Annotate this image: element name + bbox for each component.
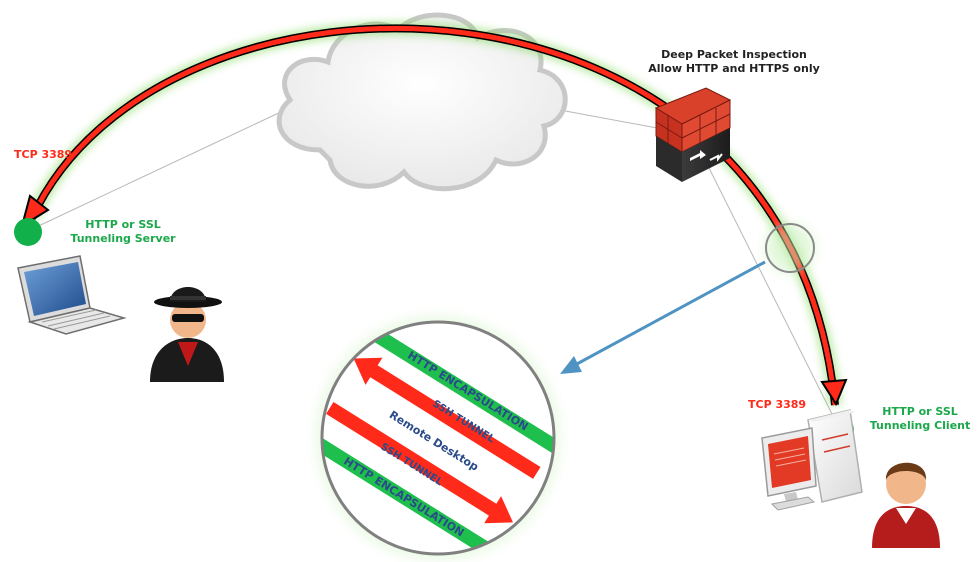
client-name-label: HTTP or SSL Tunneling Client (862, 405, 978, 433)
magnifier-circle-icon (765, 223, 815, 273)
hacker-icon (150, 287, 224, 382)
client-name-line1: HTTP or SSL (882, 405, 958, 418)
server-port-label: TCP 3389 (14, 148, 73, 161)
server-endpoint-dot (14, 218, 42, 246)
tunnel-detail-circle: HTTP ENCAPSULATION SSH TUNNEL Remote Des… (316, 316, 560, 560)
server-name-line1: HTTP or SSL (85, 218, 161, 231)
firewall-icon (654, 87, 732, 182)
firewall-title-line1: Deep Packet Inspection (661, 48, 807, 61)
client-port-label: TCP 3389 (748, 398, 807, 411)
pointer-arrow (560, 260, 766, 374)
connection-lines (29, 109, 836, 421)
server-name-line2: Tunneling Server (70, 232, 176, 245)
laptop-icon (17, 255, 127, 335)
user-icon (872, 462, 940, 548)
desktop-computer-icon (761, 409, 863, 511)
firewall-title: Deep Packet Inspection Allow HTTP and HT… (634, 48, 834, 76)
server-name-label: HTTP or SSL Tunneling Server (58, 218, 188, 246)
client-name-line2: Tunneling Client (869, 419, 971, 432)
firewall-title-line2: Allow HTTP and HTTPS only (648, 62, 820, 75)
arc-arrowhead-client (820, 378, 848, 407)
